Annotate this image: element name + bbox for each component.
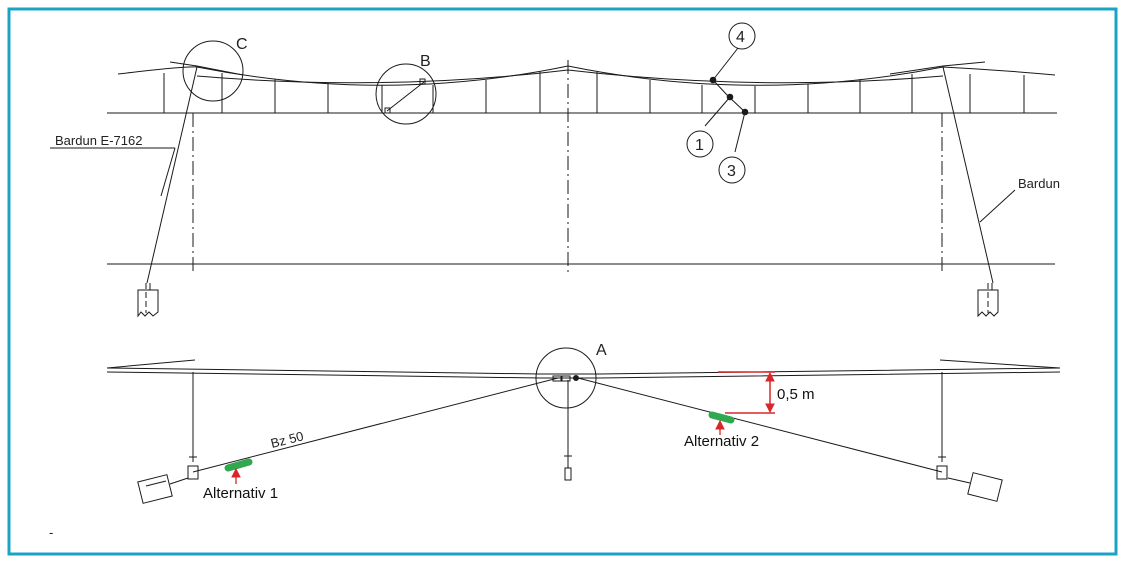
callout-1: 1 (695, 137, 704, 154)
detail-circle-a (535, 347, 597, 409)
alt2-marker (708, 411, 735, 424)
contact-wire (196, 69, 944, 84)
outer-frame (7, 7, 1118, 556)
guy-wire-left (146, 66, 198, 284)
callout-circle-1 (686, 130, 714, 158)
detail-label-b: B (420, 53, 431, 70)
stitch-wire-left (169, 61, 244, 76)
anchor-right (977, 283, 999, 318)
footnote-dash: - (49, 525, 53, 540)
plan-view (106, 347, 1061, 504)
anchor-left (137, 283, 159, 318)
detail-circle-c (182, 40, 244, 102)
stay-left (192, 377, 559, 473)
detail-circle-b (375, 63, 437, 125)
bardun-right-label: Bardun (1018, 176, 1060, 191)
callout-circle-3 (718, 156, 746, 184)
guy-leader-right (979, 189, 1016, 223)
stay-right (577, 377, 943, 473)
stitch-wire-right (889, 61, 986, 75)
alt1-marker (224, 458, 253, 472)
callout-4: 4 (736, 29, 745, 46)
alt1-label: Alternativ 1 (203, 485, 278, 502)
plan-catenary (106, 367, 1061, 375)
guy-leader-left-diag (160, 147, 176, 197)
callout-circle-4 (728, 22, 756, 50)
bardun-left-label: Bardun E-7162 (55, 133, 142, 148)
callout-3: 3 (727, 163, 736, 180)
catenary-wire (117, 65, 1056, 86)
guy-wire-right (942, 66, 994, 284)
alt2-label: Alternativ 2 (684, 433, 759, 450)
detail-label-a: A (596, 342, 607, 359)
plan-anchor-right (947, 472, 1003, 502)
plan-contact (106, 371, 1061, 379)
droppers (163, 72, 1025, 113)
dimension-label: 0,5 m (777, 386, 815, 403)
plan-anchor-left (137, 474, 189, 504)
elevation-view (50, 22, 1057, 318)
detail-label-c: C (236, 36, 248, 53)
